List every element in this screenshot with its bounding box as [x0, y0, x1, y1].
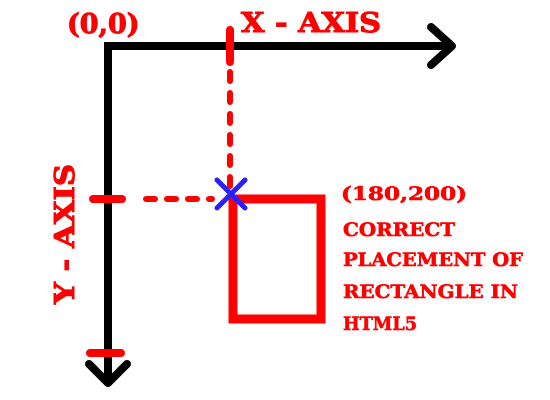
y-axis-label: Y - AXIS — [50, 164, 81, 305]
x-axis-label: X - AXIS — [241, 8, 381, 39]
caption-line: HTML5 — [343, 313, 417, 335]
axes — [85, 23, 456, 387]
placed-rectangle — [228, 194, 326, 324]
origin-label: (0,0) — [67, 9, 140, 40]
tick-marks — [86, 26, 234, 357]
y-axis-arrowhead — [85, 360, 131, 387]
point-coordinate-label: (180,200) — [341, 183, 467, 205]
caption-line: CORRECT — [343, 219, 455, 241]
caption-line: PLACEMENT OF — [343, 249, 524, 271]
caption-line: RECTANGLE IN — [343, 281, 518, 303]
cross-marker-icon — [214, 177, 248, 211]
guide-lines — [143, 69, 233, 202]
caption: CORRECT PLACEMENT OF RECTANGLE IN HTML5 — [343, 219, 524, 336]
x-axis-arrowhead — [427, 23, 456, 69]
